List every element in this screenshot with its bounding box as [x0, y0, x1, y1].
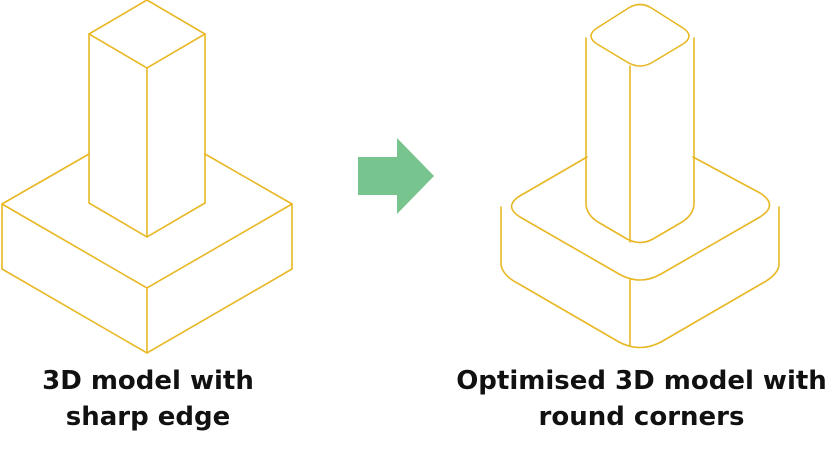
sharp-edge-caption: 3D model with sharp edge: [0, 363, 296, 435]
sharp-base-slab: [1, 153, 293, 354]
right-arrow-icon: [358, 138, 434, 214]
sharp-edge-caption-line-2: sharp edge: [65, 402, 231, 432]
sharp-pillar: [87, 0, 207, 238]
sharp-edge-model: [1, 0, 293, 354]
sharp-edge-caption-line-1: 3D model with: [42, 366, 254, 396]
rounded-base-slab: [500, 156, 780, 349]
rounded-corner-caption: Optimised 3D model with round corners: [444, 363, 839, 435]
rounded-corner-model: [500, 3, 780, 349]
rounded-corner-caption-line-2: round corners: [538, 402, 745, 432]
rounded-pillar: [585, 3, 695, 244]
rounded-corner-caption-line-1: Optimised 3D model with: [456, 366, 827, 396]
